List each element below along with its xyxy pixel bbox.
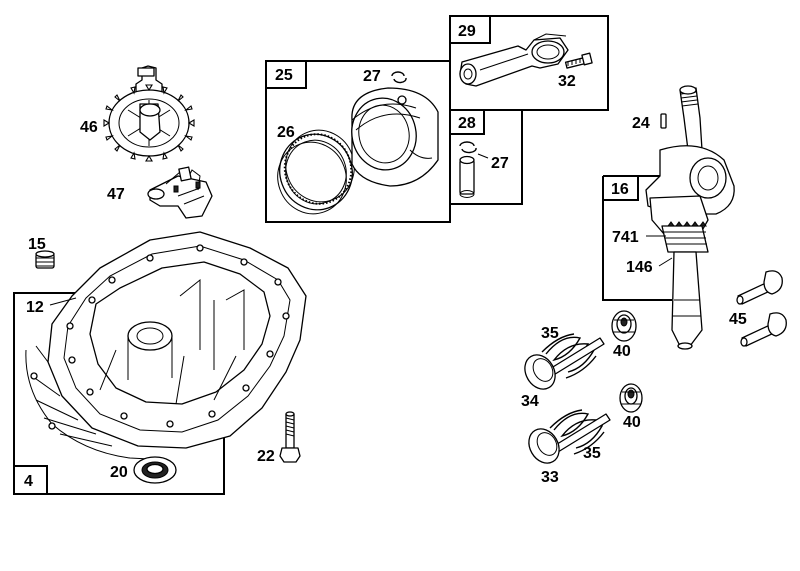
connecting-rod-part [459,33,569,87]
rod-bolt-part [564,52,593,69]
tappet-part-lower [740,312,787,347]
label-33: 33 [541,469,559,486]
clip-part-upper [391,71,407,84]
label-25: 25 [275,67,293,84]
box-28 [450,109,523,205]
camshaft-part [103,65,195,162]
tappet-part-upper [736,270,783,305]
governor-part [147,166,213,219]
piston-pin-part [459,155,475,198]
oil-seal-part [133,456,177,484]
leader-lines [49,153,673,306]
piston-part [351,87,439,187]
label-40-upper: 40 [613,343,631,360]
label-28: 28 [458,115,476,132]
label-16: 16 [611,181,629,198]
label-32: 32 [558,73,576,90]
label-15: 15 [28,236,46,253]
label-24: 24 [632,115,650,132]
piston-rings-part [277,129,355,215]
valve-part-upper [524,337,605,390]
label-27-piston: 27 [363,68,381,85]
label-40-lower: 40 [623,414,641,431]
box-25 [265,60,451,223]
label-22: 22 [257,448,275,465]
label-741: 741 [612,229,639,246]
label-29: 29 [458,23,476,40]
label-46: 46 [80,119,98,136]
plug-part [35,250,55,269]
label-146: 146 [626,259,653,276]
label-35-upper: 35 [541,325,559,342]
label-27-pin: 27 [491,155,509,172]
key-part [660,113,667,129]
valve-retainer-part-upper [611,310,637,342]
label-35-lower: 35 [583,445,601,462]
clip-part-lower [459,141,477,154]
label-20: 20 [110,464,128,481]
valve-retainer-part-lower [619,383,643,413]
label-26: 26 [277,124,295,141]
box-29 [449,15,609,111]
crankcase-sump-part [25,231,307,461]
crankshaft-part [645,85,735,350]
valve-part-lower [528,413,611,464]
box-16 [602,175,672,301]
label-4: 4 [24,473,33,490]
bolt-part [279,411,301,463]
label-47: 47 [107,186,125,203]
label-34: 34 [521,393,539,410]
label-12: 12 [26,299,44,316]
label-45: 45 [729,311,747,328]
